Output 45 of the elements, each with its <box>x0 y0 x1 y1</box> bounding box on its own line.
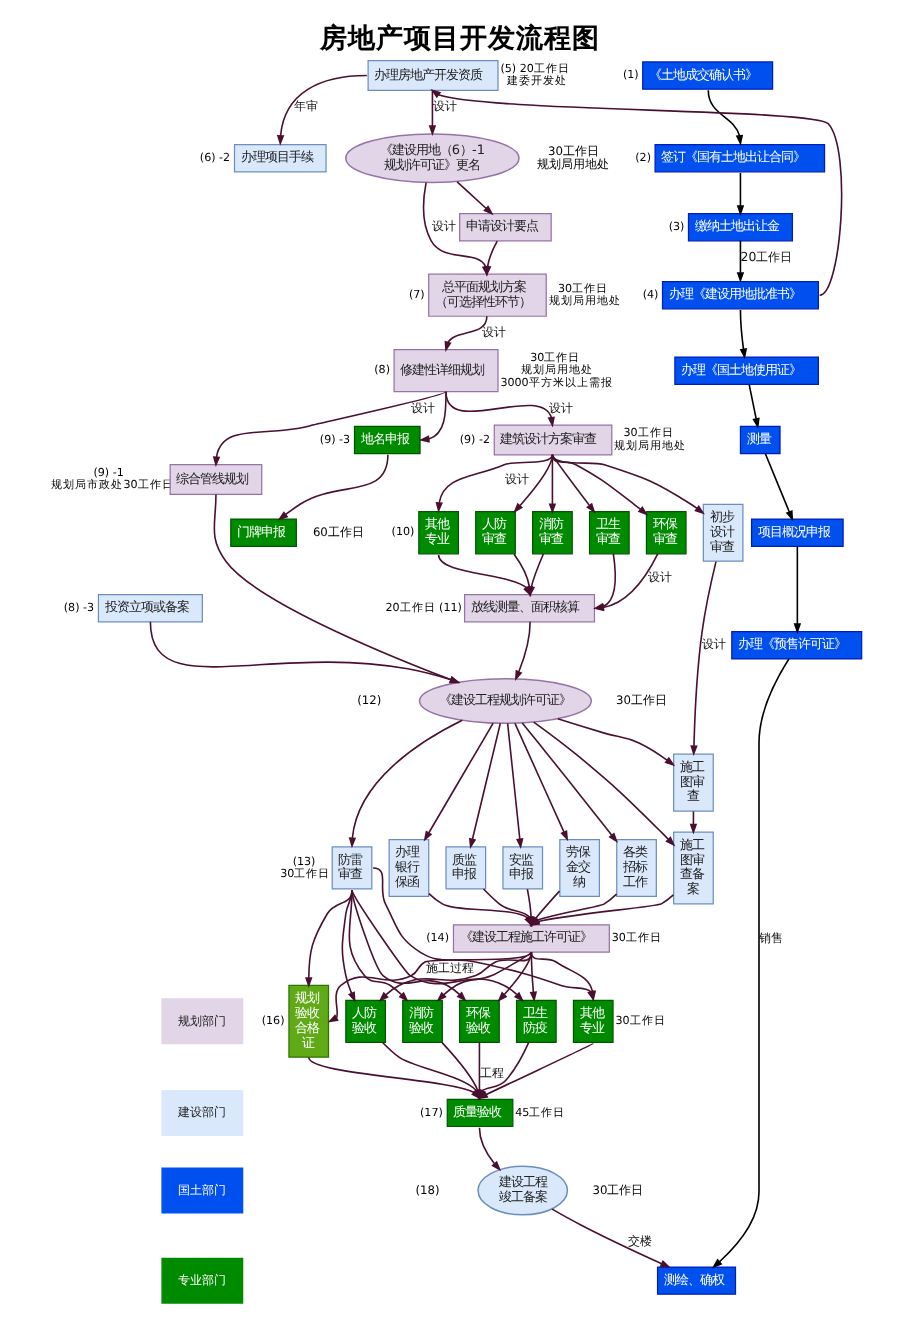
arrow <box>521 722 618 844</box>
arrow <box>497 951 533 1002</box>
arrow <box>548 454 557 515</box>
arrow <box>351 889 467 1002</box>
arrow <box>430 88 843 297</box>
arrow <box>478 1126 502 1172</box>
arrow <box>327 951 533 1023</box>
arrow <box>351 889 524 1002</box>
arrow <box>556 718 676 767</box>
arrow <box>468 722 502 850</box>
arrow <box>736 240 745 283</box>
arrow <box>514 621 531 682</box>
arrow <box>305 889 353 988</box>
arrow <box>690 560 717 757</box>
arrow <box>348 719 464 849</box>
arrow <box>428 89 437 136</box>
arrow <box>513 454 554 514</box>
arrow <box>529 951 538 1003</box>
arrow <box>711 658 790 1269</box>
arrow <box>707 89 744 146</box>
arrow <box>551 454 705 515</box>
arrow <box>456 181 494 216</box>
arrow <box>506 722 524 850</box>
arrow <box>348 889 409 1002</box>
arrow <box>739 309 748 360</box>
arrow <box>748 384 760 429</box>
arrow <box>277 454 389 521</box>
arrow <box>551 454 596 514</box>
arrow <box>736 172 745 216</box>
arrow <box>764 452 794 522</box>
arrow <box>532 721 676 847</box>
arrow <box>793 545 802 634</box>
arrow <box>444 315 488 352</box>
arrow <box>551 454 649 516</box>
diagram-title: 房地产项目开发流程图 <box>320 22 601 55</box>
arrow <box>551 1208 671 1268</box>
arrow <box>435 454 554 513</box>
arrow <box>212 390 447 468</box>
arrow <box>418 390 447 443</box>
arrow <box>423 722 494 842</box>
arrow <box>276 74 368 146</box>
arrow <box>436 951 533 1002</box>
arrow <box>378 951 533 1002</box>
arrow <box>149 621 461 684</box>
arrow <box>514 722 569 842</box>
